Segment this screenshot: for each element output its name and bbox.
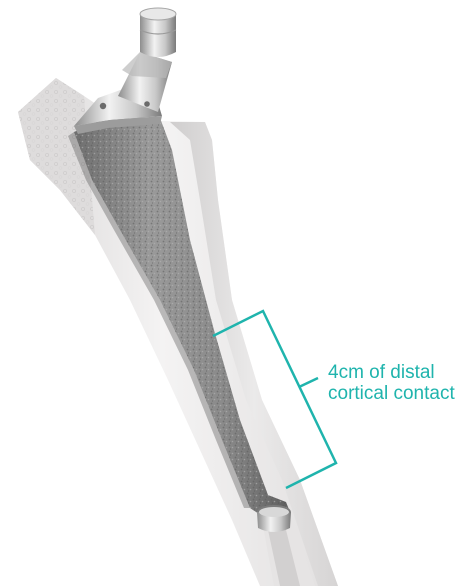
implant-neck xyxy=(74,8,176,134)
callout-line-1: 4cm of distal xyxy=(328,362,464,383)
callout-line-2: cortical contact xyxy=(328,383,464,404)
distal-tip xyxy=(257,505,291,532)
callout-label: 4cm of distal cortical contact xyxy=(328,362,464,404)
